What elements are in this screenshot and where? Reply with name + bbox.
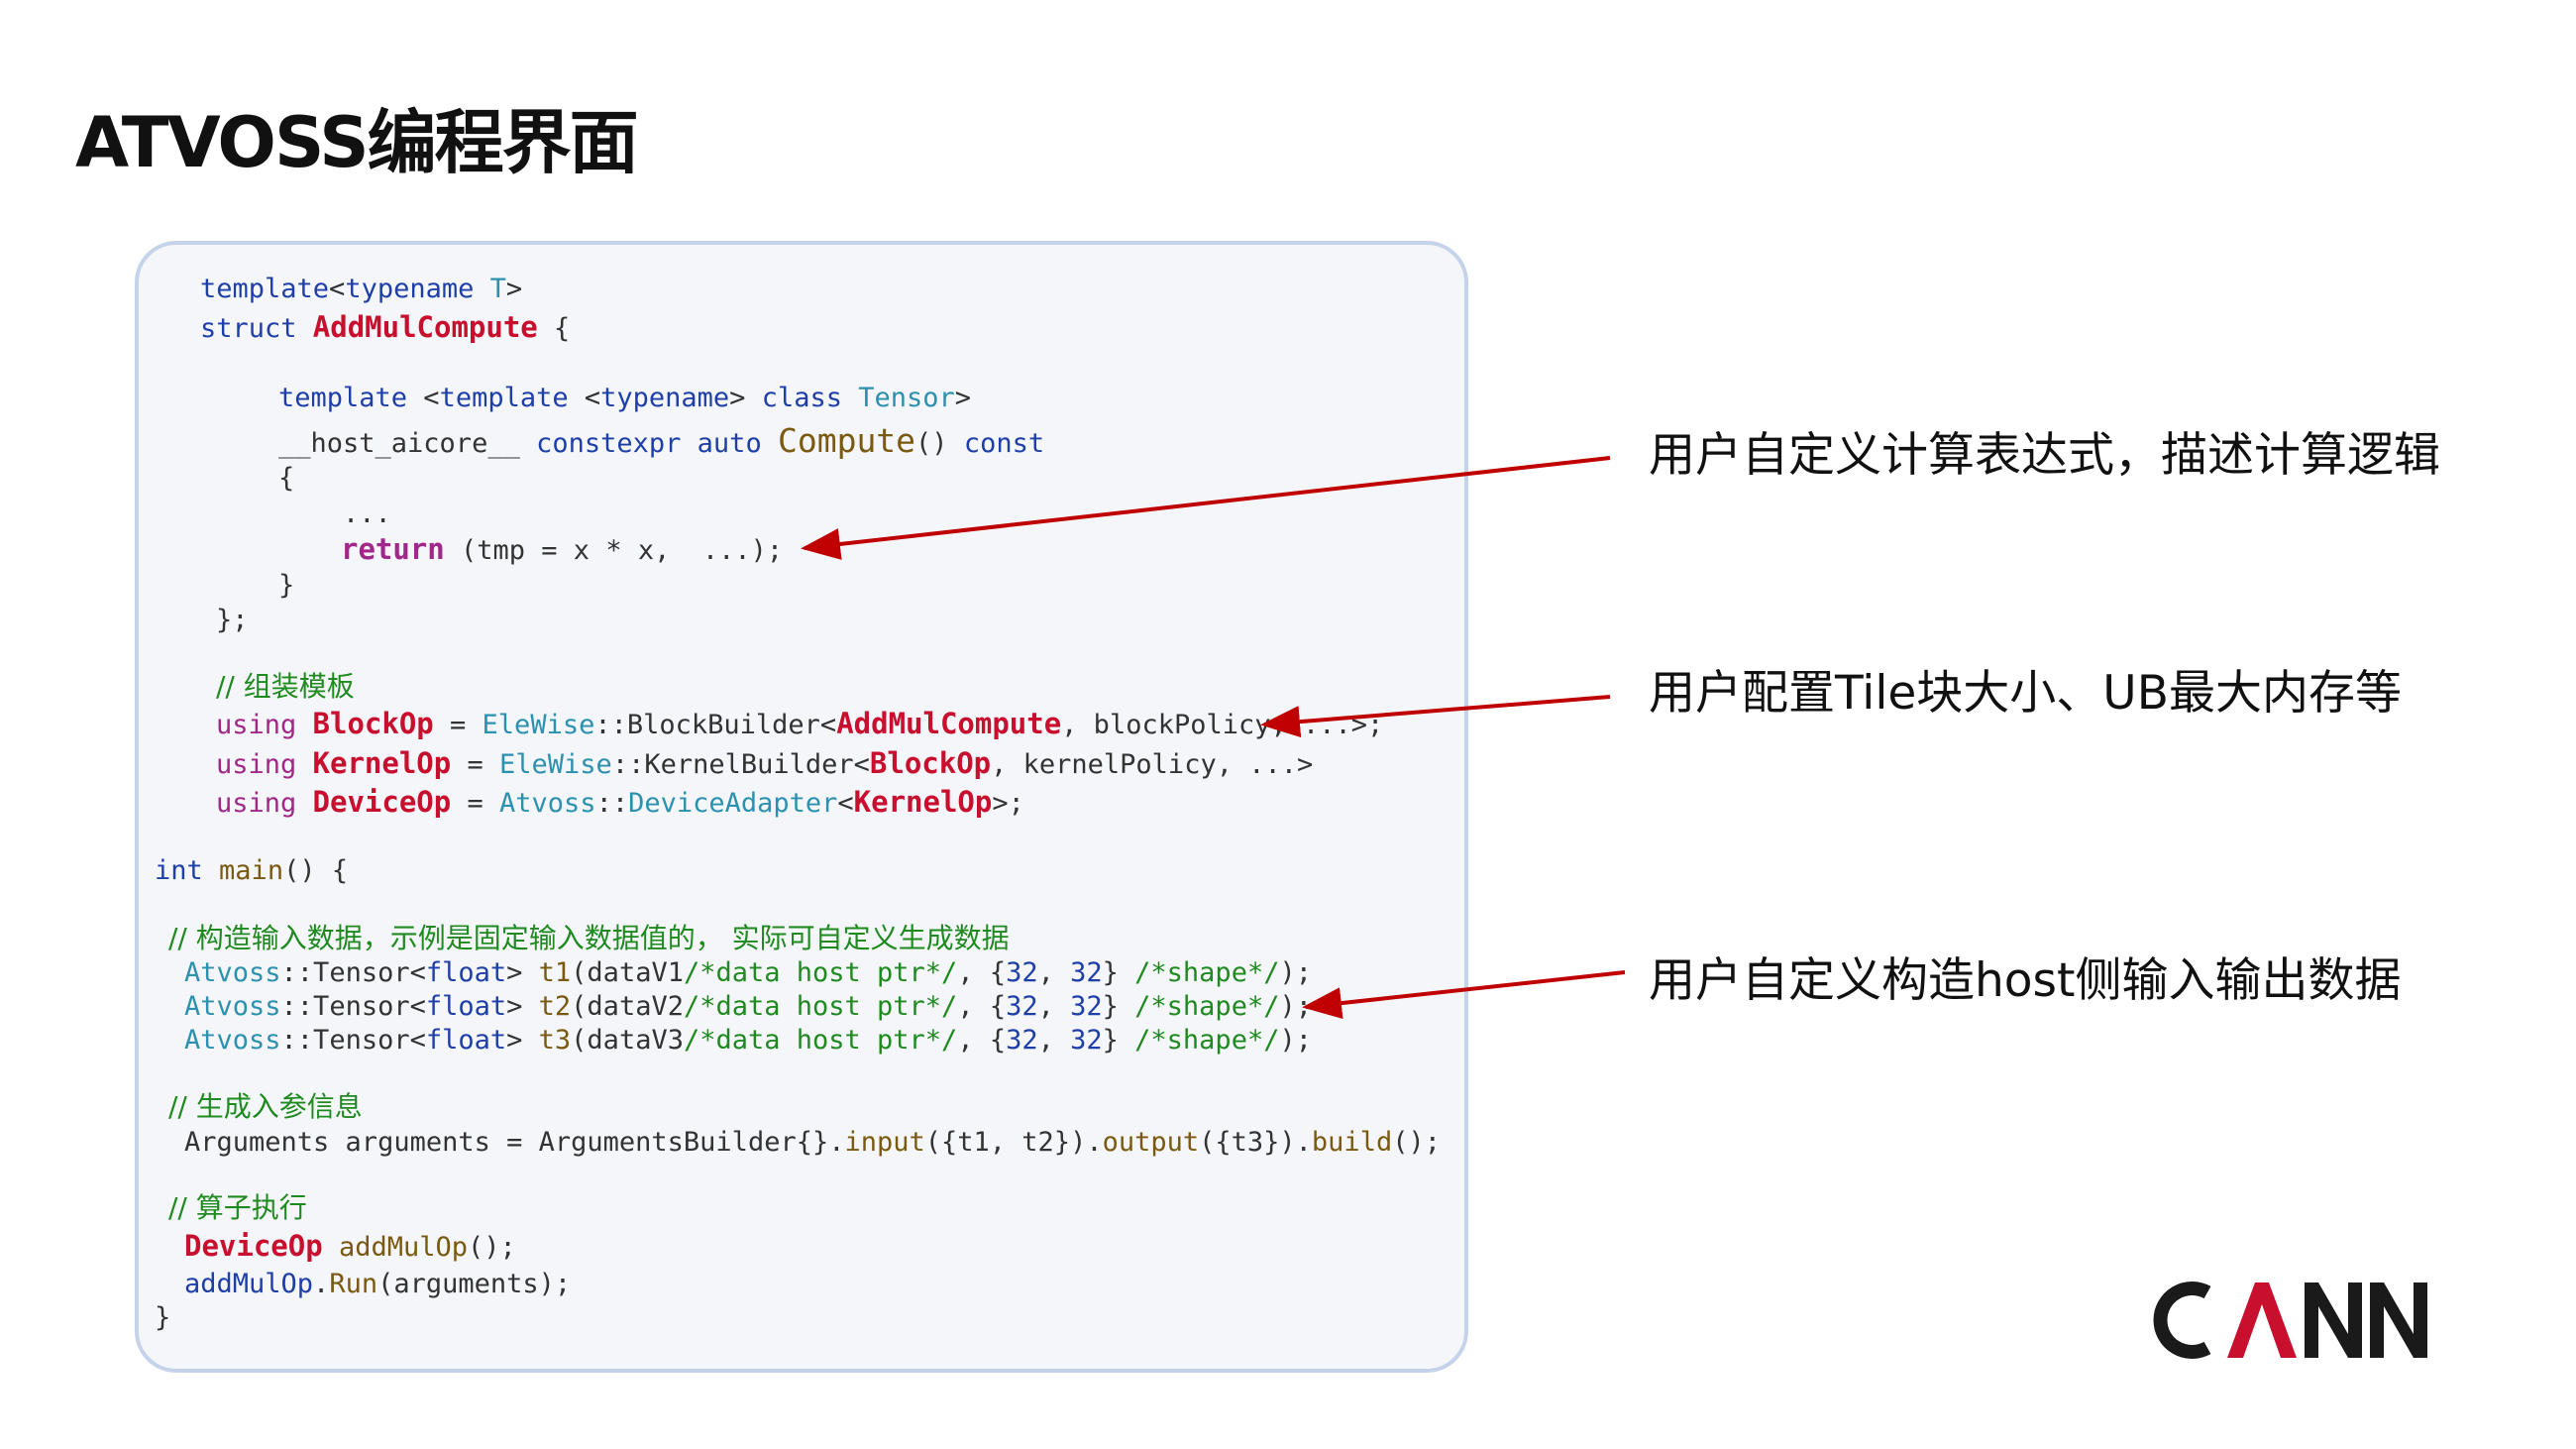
code-line-arguments: Arguments arguments = ArgumentsBuilder{}… — [184, 1127, 1441, 1158]
code-line-tensor-t3: Atvoss::Tensor<float> t3(dataV3/*data ho… — [184, 1025, 1312, 1056]
comment-build-args: // 生成入参信息 — [168, 1090, 363, 1123]
code-line-inner-template: template <template <typename> class Tens… — [278, 383, 972, 413]
arrow-to-tensors — [1302, 970, 1626, 1020]
code-line-deviceop: using DeviceOp = Atvoss::DeviceAdapter<K… — [216, 785, 1024, 819]
annotation-host-data: 用户自定义构造host侧输入输出数据 — [1649, 953, 2402, 1008]
comment-assemble-template: // 组装模板 — [216, 670, 355, 703]
code-line-tensor-t2: Atvoss::Tensor<float> t2(dataV2/*data ho… — [184, 991, 1312, 1022]
code-line-return: return (tmp = x * x, ...); — [341, 532, 784, 566]
cann-logo — [2153, 1282, 2427, 1359]
code-line-device-op-instance: DeviceOp addMulOp(); — [184, 1229, 516, 1263]
code-line-struct: struct AddMulCompute { — [200, 310, 571, 344]
code-line-ellipsis: ... — [343, 499, 391, 529]
code-line-close-brace: } — [278, 570, 295, 601]
code-line-tensor-t1: Atvoss::Tensor<float> t1(dataV1/*data ho… — [184, 957, 1312, 988]
code-line-struct-end: }; — [216, 605, 249, 635]
code-line-main-end: } — [155, 1302, 171, 1333]
code-line-template-decl: template<typename T> — [200, 274, 523, 304]
code-line-blockop: using BlockOp = EleWise::BlockBuilder<Ad… — [216, 707, 1384, 740]
arrow-to-return — [801, 456, 1611, 560]
code-line-compute-signature: __host_aicore__ constexpr auto Compute()… — [278, 421, 1045, 460]
code-line-run: addMulOp.Run(arguments); — [184, 1269, 572, 1299]
code-panel — [135, 241, 1468, 1373]
code-line-open-brace: { — [278, 463, 295, 494]
code-line-kernelop: using KernelOp = EleWise::KernelBuilder<… — [216, 746, 1314, 780]
arrow-to-blockop — [1260, 695, 1611, 738]
comment-operator-exec: // 算子执行 — [168, 1191, 307, 1224]
annotation-tile-config: 用户配置Tile块大小、UB最大内存等 — [1649, 666, 2402, 721]
comment-construct-input: // 构造输入数据，示例是固定输入数据值的， 实际可自定义生成数据 — [168, 922, 1010, 954]
code-line-main: int main() { — [155, 855, 349, 886]
annotation-compute-expression: 用户自定义计算表达式，描述计算逻辑 — [1649, 428, 2440, 483]
page-title: ATVOSS编程界面 — [75, 102, 639, 183]
